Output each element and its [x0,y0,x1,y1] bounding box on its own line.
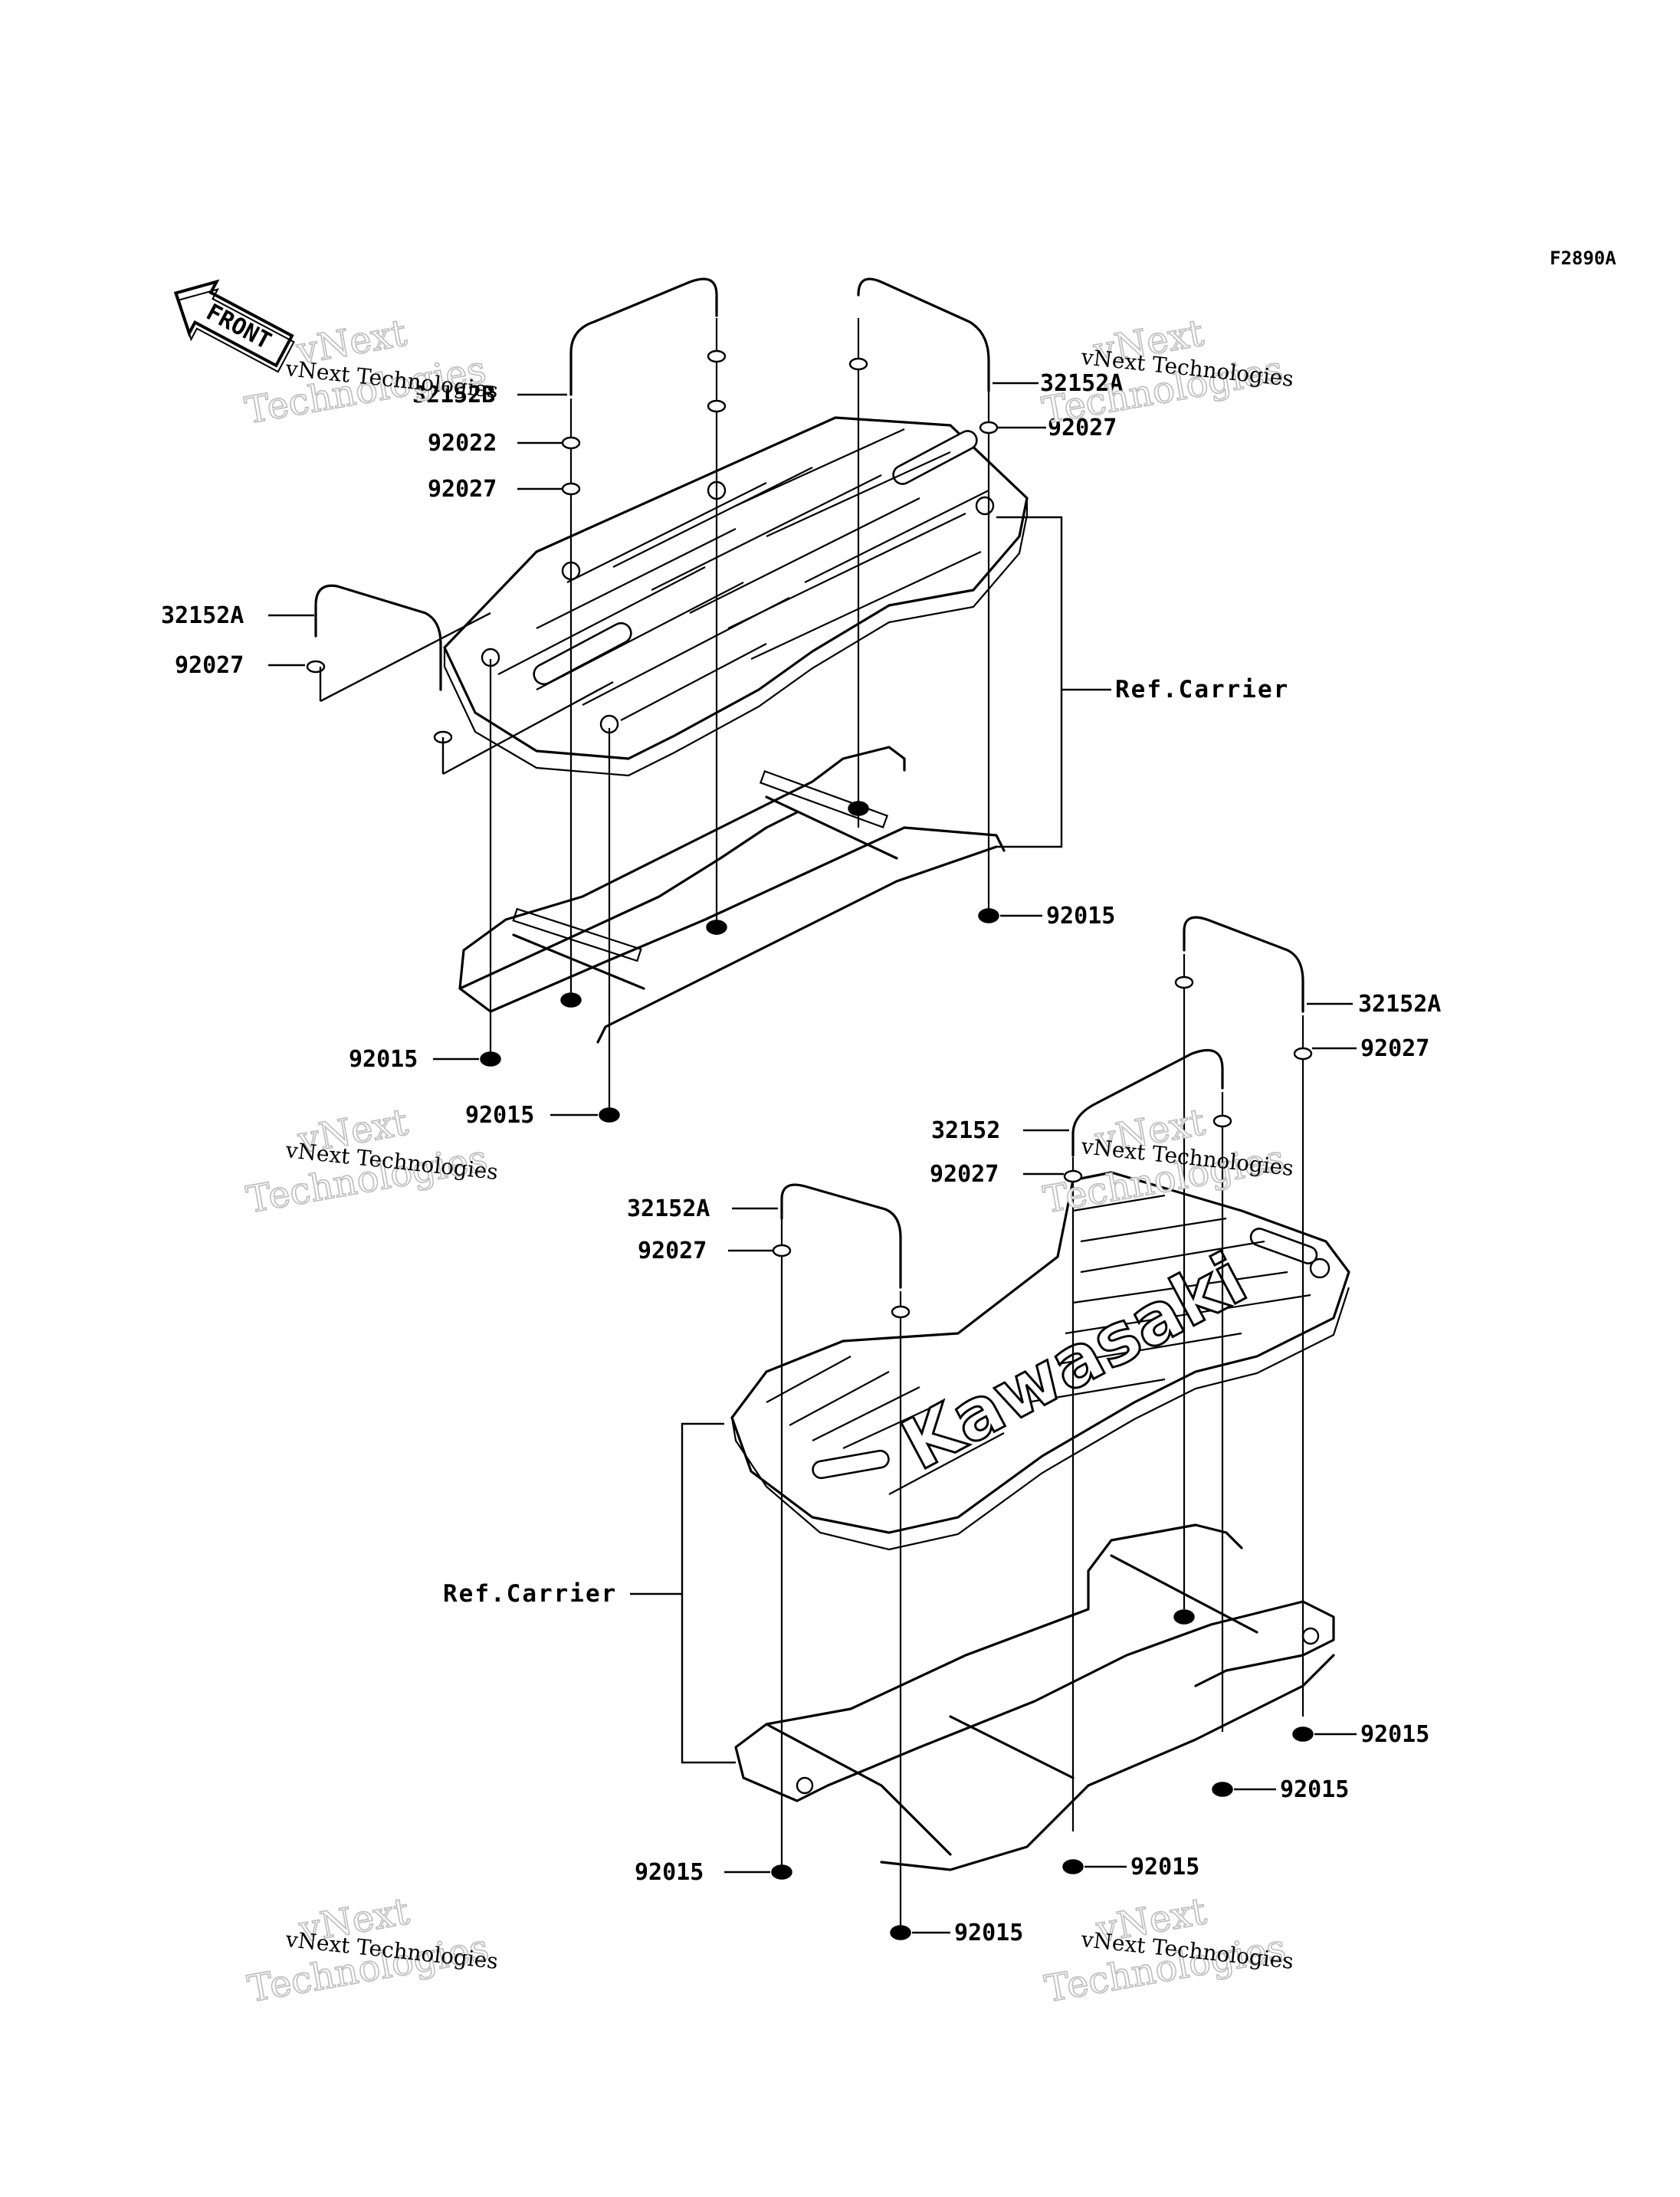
label-92015-bottom-4: 92015 [635,1859,704,1886]
label-32152-bottom-center: 32152 [931,1117,1000,1144]
top-carrier-assembly: 32152B 92022 92027 32152A 92027 32152A 9… [161,277,1289,1129]
label-92027-top: 92027 [428,476,497,503]
bottom-guard-right [1183,916,1304,1013]
label-32152A-top-left: 32152A [161,602,244,629]
ref-carrier-top: Ref.Carrier [1115,676,1289,703]
label-92027-bottom-right: 92027 [1360,1035,1429,1062]
top-carrier-frame [458,746,1006,1044]
label-32152A-top-right: 32152A [1040,370,1123,397]
label-32152A-bottom-left: 32152A [627,1195,710,1222]
label-92015-bottom-1: 92015 [1360,1721,1429,1748]
bottom-guard-center [1071,1048,1224,1157]
bottom-carrier-assembly: Kawasaki [443,916,1441,1946]
label-92015-bottom-2: 92015 [1280,1776,1349,1803]
label-92015-bottom-5: 92015 [954,1920,1023,1946]
label-92022: 92022 [428,430,497,457]
label-92015-top-right: 92015 [1046,903,1115,930]
top-guard-rear-left [569,277,718,396]
label-92027-top-right: 92027 [1048,415,1117,441]
label-92027-bottom-left: 92027 [638,1238,707,1264]
label-32152B: 32152B [412,382,495,408]
label-92015-top-left-2: 92015 [465,1102,534,1129]
bottom-carrier-frame [734,1523,1335,1871]
top-guard-rear-right [857,277,990,392]
top-carrier-plate [443,416,1029,760]
label-92027-bottom-center: 92027 [930,1161,999,1188]
bottom-guard-left [780,1183,902,1289]
bottom-carrier-slots [766,1194,1311,1495]
label-32152A-bottom-right: 32152A [1358,991,1441,1018]
diagram-code: F2890A [1550,248,1616,269]
label-92015-top-left-1: 92015 [349,1046,418,1073]
label-92015-bottom-3: 92015 [1130,1854,1199,1881]
ref-carrier-bottom: Ref.Carrier [443,1580,617,1608]
label-92027-top-left: 92027 [175,652,244,679]
front-direction-arrow-icon: FRONT [173,279,295,373]
top-guard-side [314,584,442,691]
brand-text: Kawasaki [889,1238,1259,1487]
